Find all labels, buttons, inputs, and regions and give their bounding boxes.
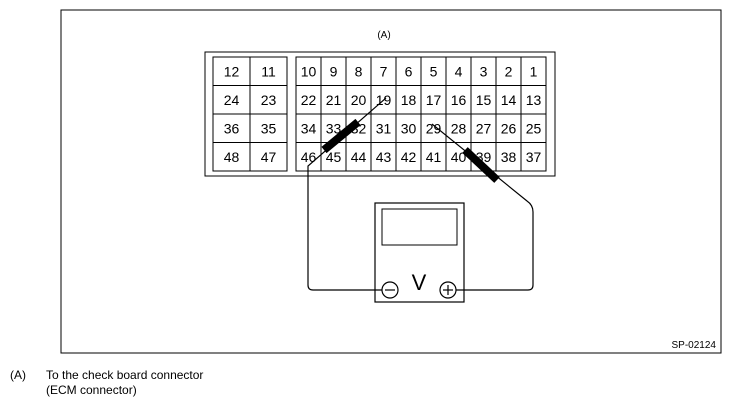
pin-number-29: 29 xyxy=(426,120,442,136)
pin-number-47: 47 xyxy=(261,149,277,165)
pin-number-28: 28 xyxy=(451,120,467,136)
pin-number-16: 16 xyxy=(451,92,467,108)
voltage-symbol: V xyxy=(412,270,427,295)
pin-number-6: 6 xyxy=(405,63,413,79)
pin-number-4: 4 xyxy=(455,63,463,79)
pin-number-8: 8 xyxy=(355,63,363,79)
pin-number-15: 15 xyxy=(476,92,492,108)
pin-number-41: 41 xyxy=(426,149,442,165)
pin-number-1: 1 xyxy=(530,63,538,79)
left-pin-block: 12 11 24 23 36 35 48 47 xyxy=(212,56,288,172)
pin-number-11: 11 xyxy=(261,63,276,79)
pin-number-30: 30 xyxy=(401,120,417,136)
pin-number-46: 46 xyxy=(301,149,317,165)
pin-number-26: 26 xyxy=(501,120,517,136)
pin-number-17: 17 xyxy=(426,92,442,108)
pin-number-7: 7 xyxy=(380,63,388,79)
negative-probe-icon xyxy=(321,118,361,154)
pin-number-35: 35 xyxy=(261,120,277,136)
pin-number-37: 37 xyxy=(526,149,542,165)
pin-cell xyxy=(520,142,547,172)
pin-number-36: 36 xyxy=(224,120,240,136)
pin-number-48: 48 xyxy=(224,149,240,165)
pin-number-27: 27 xyxy=(476,120,492,136)
figure-code: SP-02124 xyxy=(672,340,717,351)
legend-line-1: To the check board connector xyxy=(46,368,204,382)
pin-number-2: 2 xyxy=(505,63,513,79)
negative-terminal-icon xyxy=(381,281,399,299)
pin-number-33: 33 xyxy=(326,120,342,136)
pin-number-9: 9 xyxy=(330,63,338,79)
pin-number-14: 14 xyxy=(501,92,517,108)
legend-key: (A) xyxy=(10,368,26,382)
pin-number-3: 3 xyxy=(480,63,488,79)
pin-number-21: 21 xyxy=(326,92,342,108)
positive-probe-icon xyxy=(462,147,500,183)
connector-label: (A) xyxy=(377,30,390,41)
pin-number-23: 23 xyxy=(261,92,277,108)
pin-number-42: 42 xyxy=(401,149,417,165)
figure-frame xyxy=(60,9,722,354)
pin-number-5: 5 xyxy=(430,63,438,79)
pin-number-44: 44 xyxy=(351,149,367,165)
pin-number-43: 43 xyxy=(376,149,392,165)
pin-number-18: 18 xyxy=(401,92,417,108)
pin-number-38: 38 xyxy=(501,149,517,165)
positive-terminal-icon xyxy=(439,281,457,299)
pin-number-13: 13 xyxy=(526,92,542,108)
pin-cell xyxy=(249,142,288,172)
pin-number-24: 24 xyxy=(224,92,240,108)
positive-test-lead xyxy=(431,123,534,291)
pin-number-22: 22 xyxy=(301,92,317,108)
pin-number-12: 12 xyxy=(224,63,240,79)
pin-number-45: 45 xyxy=(326,149,342,165)
voltmeter: V xyxy=(374,202,465,303)
pin-number-31: 31 xyxy=(376,120,392,136)
connector-housing xyxy=(204,51,556,177)
pin-number-10: 10 xyxy=(301,63,317,79)
pin-number-25: 25 xyxy=(526,120,542,136)
legend-line-2: (ECM connector) xyxy=(46,383,137,397)
pin-number-34: 34 xyxy=(301,120,317,136)
voltmeter-display xyxy=(381,208,458,246)
negative-test-lead xyxy=(307,97,387,291)
pin-number-20: 20 xyxy=(351,92,367,108)
